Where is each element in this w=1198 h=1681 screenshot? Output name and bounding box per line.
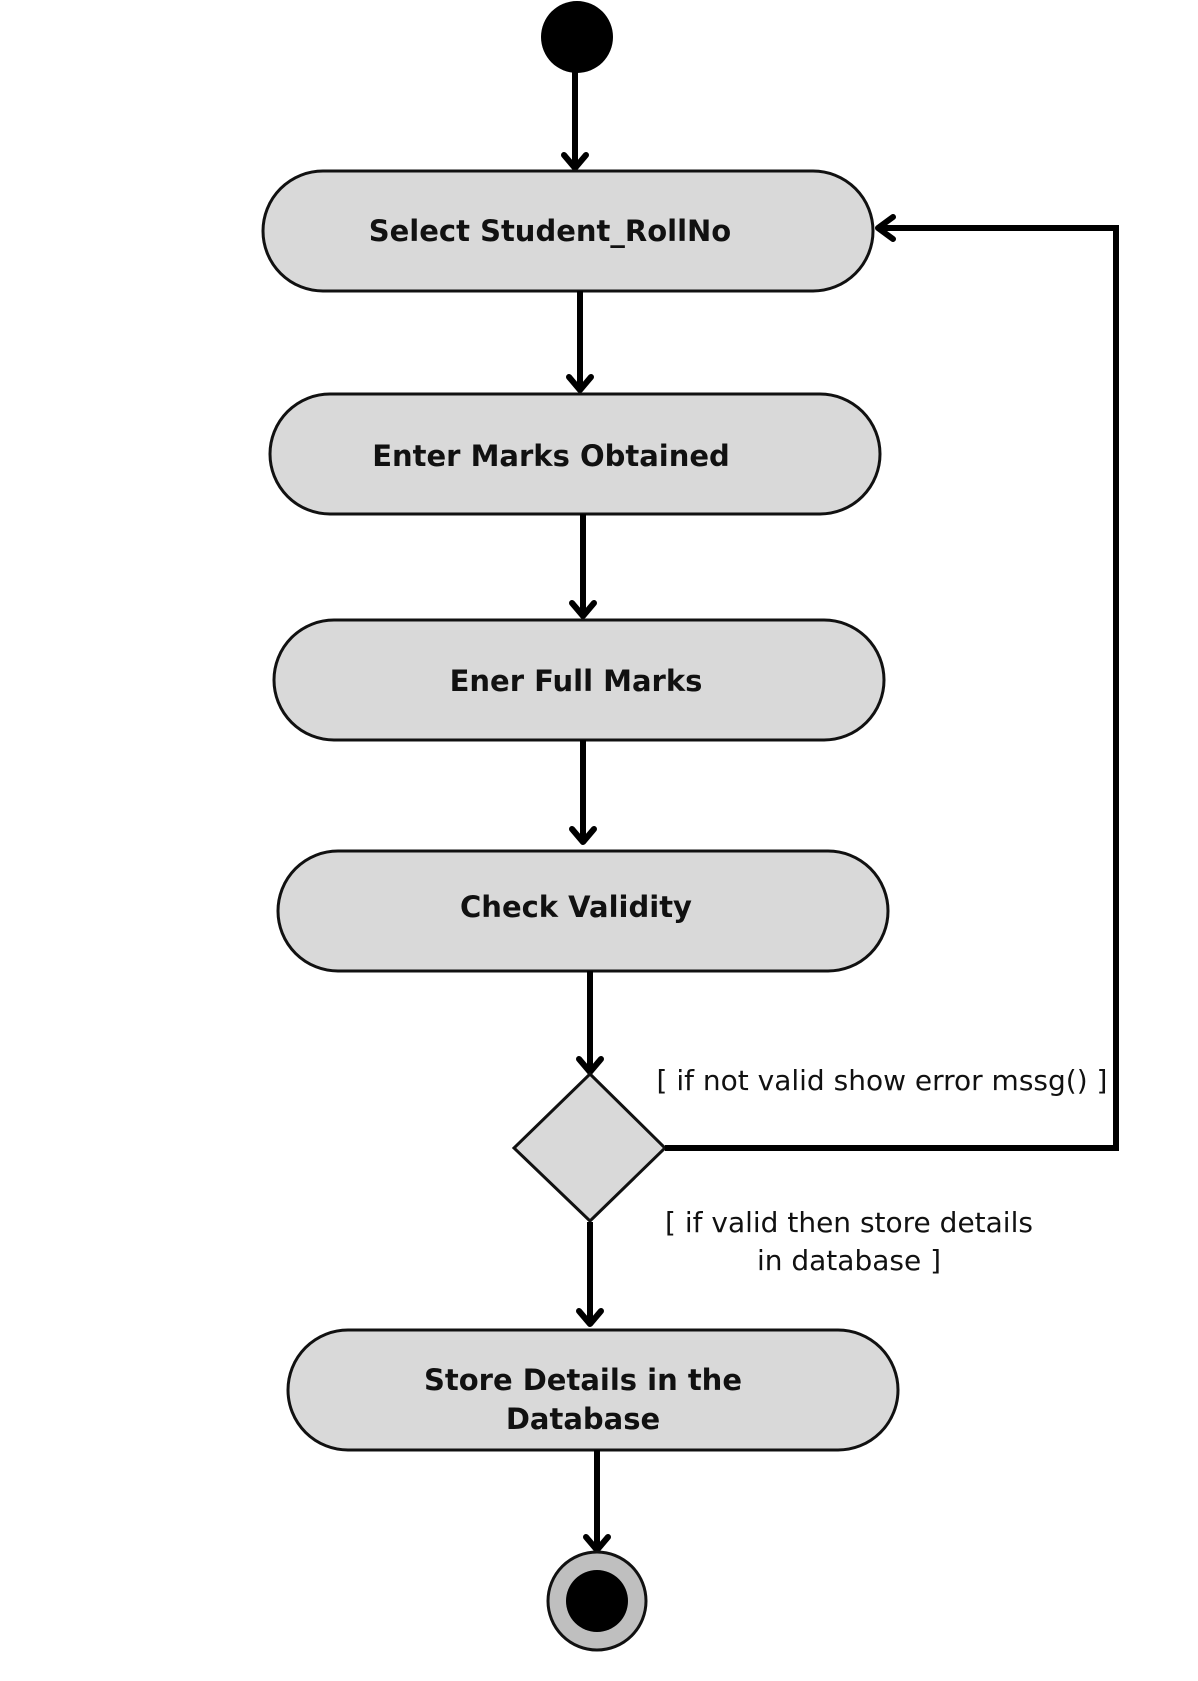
activity-ener-full-marks[interactable]: Ener Full Marks <box>272 618 886 742</box>
guard-valid-label-line1: [ if valid then store details <box>665 1206 1033 1239</box>
activity-check-validity[interactable]: Check Validity <box>276 849 890 973</box>
activity-label: Ener Full Marks <box>450 664 703 698</box>
decision-node[interactable] <box>511 1071 668 1224</box>
final-node <box>546 1550 648 1652</box>
arrowhead-check <box>569 826 597 845</box>
arrowhead-marks <box>566 374 594 393</box>
initial-node <box>541 1 613 73</box>
arrowhead-loop-back <box>875 214 896 242</box>
arrowhead-final <box>583 1534 611 1553</box>
flow-loop-back-to-select <box>665 225 1119 1151</box>
arrowhead-store <box>576 1308 604 1327</box>
activity-select-student-rollno[interactable]: Select Student_RollNo <box>261 169 875 293</box>
activity-label: Check Validity <box>460 890 692 924</box>
activity-label-line1: Store Details in the <box>424 1363 742 1397</box>
arrowhead-full <box>569 600 597 619</box>
activity-label-line2: Database <box>506 1402 660 1436</box>
activity-enter-marks-obtained[interactable]: Enter Marks Obtained <box>268 392 882 516</box>
activity-label: Enter Marks Obtained <box>372 439 730 473</box>
guard-valid-label-line2: in database ] <box>757 1244 941 1277</box>
activity-store-details[interactable]: Store Details in the Database <box>286 1328 900 1452</box>
guard-invalid-label: [ if not valid show error mssg() ] <box>657 1064 1108 1097</box>
arrowhead-select <box>561 152 589 171</box>
activity-label: Select Student_RollNo <box>369 214 731 248</box>
